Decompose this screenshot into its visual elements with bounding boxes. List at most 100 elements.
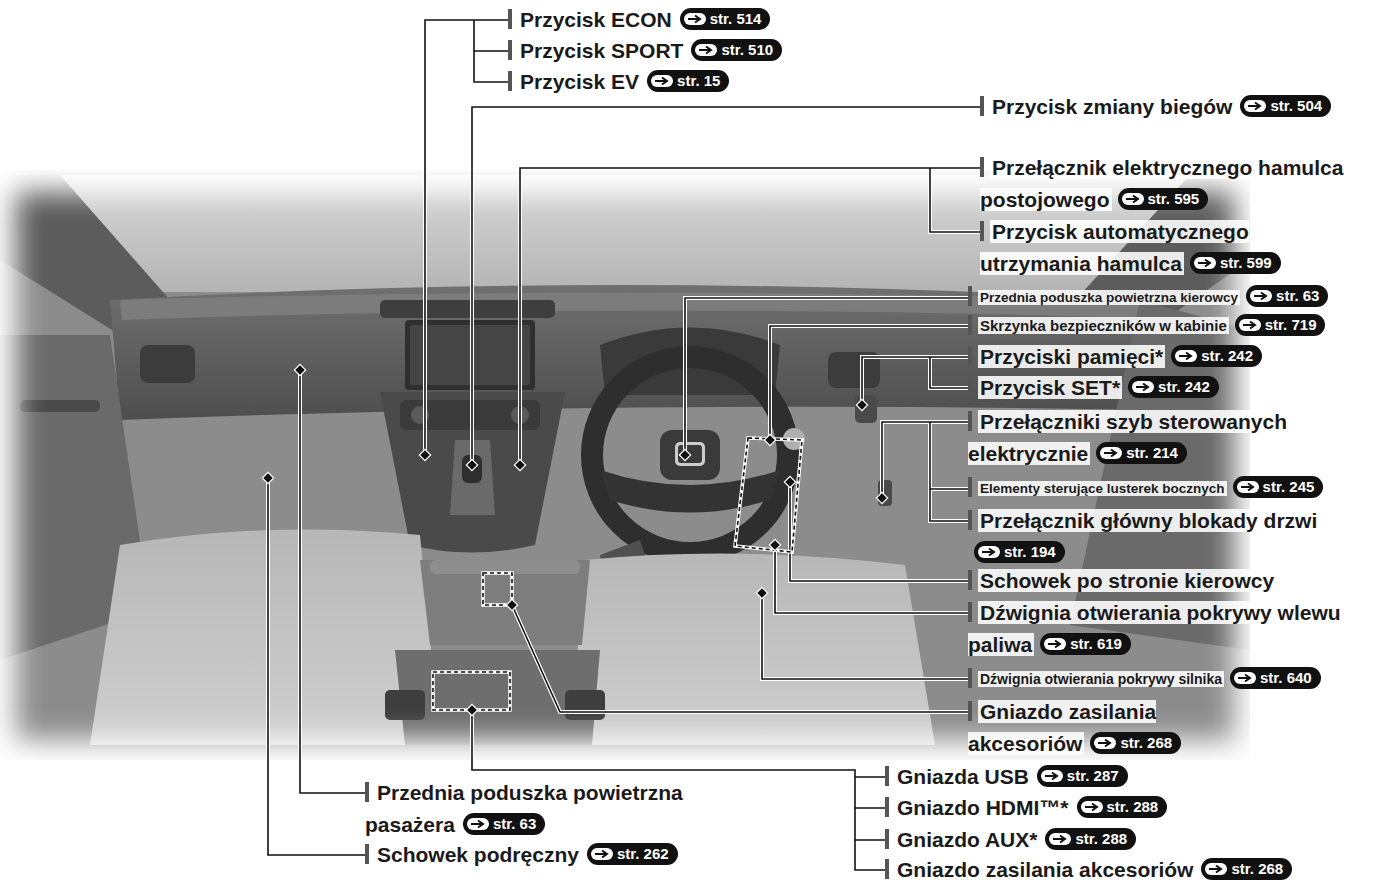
callout-label: Gniazdo zasilania akcesoriówstr. 268 (885, 854, 1292, 883)
callout-label: Przycisk SPORT str. 510 (508, 35, 782, 67)
arrow-icon-arrow (1209, 866, 1221, 873)
page-ref: str. 288 (1107, 796, 1159, 818)
callout-label: Przednia poduszka powietrzna pasażerastr… (365, 777, 745, 841)
page-ref: str. 242 (1158, 376, 1210, 398)
page-ref: str. 719 (1265, 314, 1317, 336)
label-bar (365, 782, 369, 802)
callout-label: Skrzynka bezpieczników w kabinie str. 719 (968, 310, 1325, 342)
callout-label: Przycisk automatycznego utrzymania hamul… (980, 216, 1360, 280)
arrow-icon-ground (1044, 638, 1066, 650)
arrow-icon-arrow (1238, 675, 1250, 682)
arrow-icon-arrow (1098, 740, 1110, 747)
label-bar (885, 766, 889, 786)
callout-label: Przełącznik główny blokady drzwistr. 194 (968, 505, 1328, 569)
leader-halo (268, 20, 980, 870)
page-ref-badge: str. 595 (1118, 188, 1209, 210)
arrow-icon-arrow (1045, 773, 1057, 780)
page-ref-badge: str. 599 (1190, 252, 1281, 274)
callout-label: Przełącznik elektrycznego hamulca postoj… (980, 152, 1360, 216)
label-bar (508, 9, 512, 29)
label-bar (968, 346, 972, 366)
page-ref: str. 288 (1075, 828, 1127, 850)
arrow-icon-arrow (471, 821, 483, 828)
dashed-area (433, 438, 802, 710)
page-ref-badge: str. 504 (1240, 95, 1331, 117)
arrow-icon-ground (1244, 100, 1266, 112)
label-bar (968, 570, 972, 590)
arrow-icon-arrow (1104, 450, 1116, 457)
label-bar (968, 510, 972, 530)
arrow-icon (684, 12, 706, 26)
page-ref-badge: str. 288 (1045, 828, 1136, 850)
part-name: Gniazdo zasilania akcesoriów (895, 858, 1195, 881)
callout-label: Gniazda USB str. 287 (885, 761, 1128, 793)
arrow-icon (1081, 800, 1103, 814)
arrow-icon-ground (1205, 863, 1227, 875)
page-ref: str. 214 (1126, 442, 1178, 464)
part-name: Elementy sterujące lusterek bocznych (978, 481, 1227, 496)
arrow-icon-arrow (1048, 641, 1060, 648)
arrow-icon-ground (695, 44, 717, 56)
arrow-icon (651, 74, 673, 88)
page-ref-badge: str. 242 (1128, 376, 1219, 398)
arrow-icon-ground (1122, 193, 1144, 205)
page-ref: str. 514 (710, 8, 762, 30)
part-name: Przełącznik główny blokady drzwi (978, 509, 1319, 532)
arrow-icon (467, 817, 489, 831)
label-bar (968, 701, 972, 721)
arrow-icon-arrow (1136, 384, 1148, 391)
page-ref-badge: str. 63 (1246, 285, 1328, 307)
arrow-icon-arrow (1179, 353, 1191, 360)
part-name: Skrzynka bezpieczników w kabinie (978, 317, 1229, 334)
label-bar (980, 221, 984, 241)
page-ref: str. 510 (721, 39, 773, 61)
arrow-icon-arrow (982, 549, 994, 556)
part-name: Przyciski pamięci* (978, 345, 1165, 368)
arrow-icon (1122, 192, 1144, 206)
leader-line (268, 20, 980, 870)
arrow-icon-ground (1175, 350, 1197, 362)
part-name: Gniazda USB (895, 765, 1031, 788)
part-name: Przycisk SPORT (518, 39, 685, 62)
arrow-icon-arrow (1053, 836, 1065, 843)
callout-label: Schowek po stronie kierowcy (968, 565, 1276, 597)
page-ref-badge: str. 63 (463, 813, 545, 835)
arrow-icon (1175, 349, 1197, 363)
arrow-icon (1205, 862, 1227, 876)
arrow-icon-ground (1100, 447, 1122, 459)
callout-label: Przycisk SET*str. 242 (968, 372, 1219, 404)
arrow-icon-arrow (1248, 103, 1260, 110)
label-bar (885, 797, 889, 817)
arrow-icon (1194, 256, 1216, 270)
arrow-icon-arrow (655, 78, 667, 85)
arrow-icon-arrow (1198, 260, 1210, 267)
arrow-icon-ground (1237, 481, 1259, 493)
arrow-icon-ground (1132, 381, 1154, 393)
part-name: Schowek po stronie kierowcy (978, 569, 1276, 592)
arrow-icon (1049, 832, 1071, 846)
arrow-icon-ground (1239, 319, 1261, 331)
arrow-icon-arrow (1243, 322, 1255, 329)
label-bar (968, 286, 972, 306)
label-bar (968, 477, 972, 497)
leader-dot (262, 364, 887, 715)
page-ref: str. 640 (1260, 667, 1312, 689)
part-name: Dźwignia otwierania pokrywy silnika (978, 671, 1224, 687)
label-bar (968, 377, 972, 397)
callout-label: Przycisk zmiany biegówstr. 504 (980, 91, 1331, 123)
page-ref: str. 63 (493, 813, 536, 835)
page-ref-badge: str. 619 (1040, 633, 1131, 655)
arrow-icon-ground (1194, 257, 1216, 269)
part-name: Przycisk ECON (518, 8, 674, 31)
page-ref: str. 287 (1067, 765, 1119, 787)
page-ref-badge: str. 15 (647, 70, 729, 92)
label-bar (508, 40, 512, 60)
page-ref-badge: str. 245 (1233, 476, 1324, 498)
arrow-icon-ground (978, 546, 1000, 558)
page-ref-badge: str. 719 (1235, 314, 1326, 336)
part-name: Dźwignia otwierania pokrywy wlewu paliwa (968, 601, 1341, 656)
callout-label: Przycisk EVstr. 15 (508, 66, 729, 98)
callout-label: Przycisk ECON str. 514 (508, 4, 770, 36)
arrow-icon-arrow (1085, 804, 1097, 811)
